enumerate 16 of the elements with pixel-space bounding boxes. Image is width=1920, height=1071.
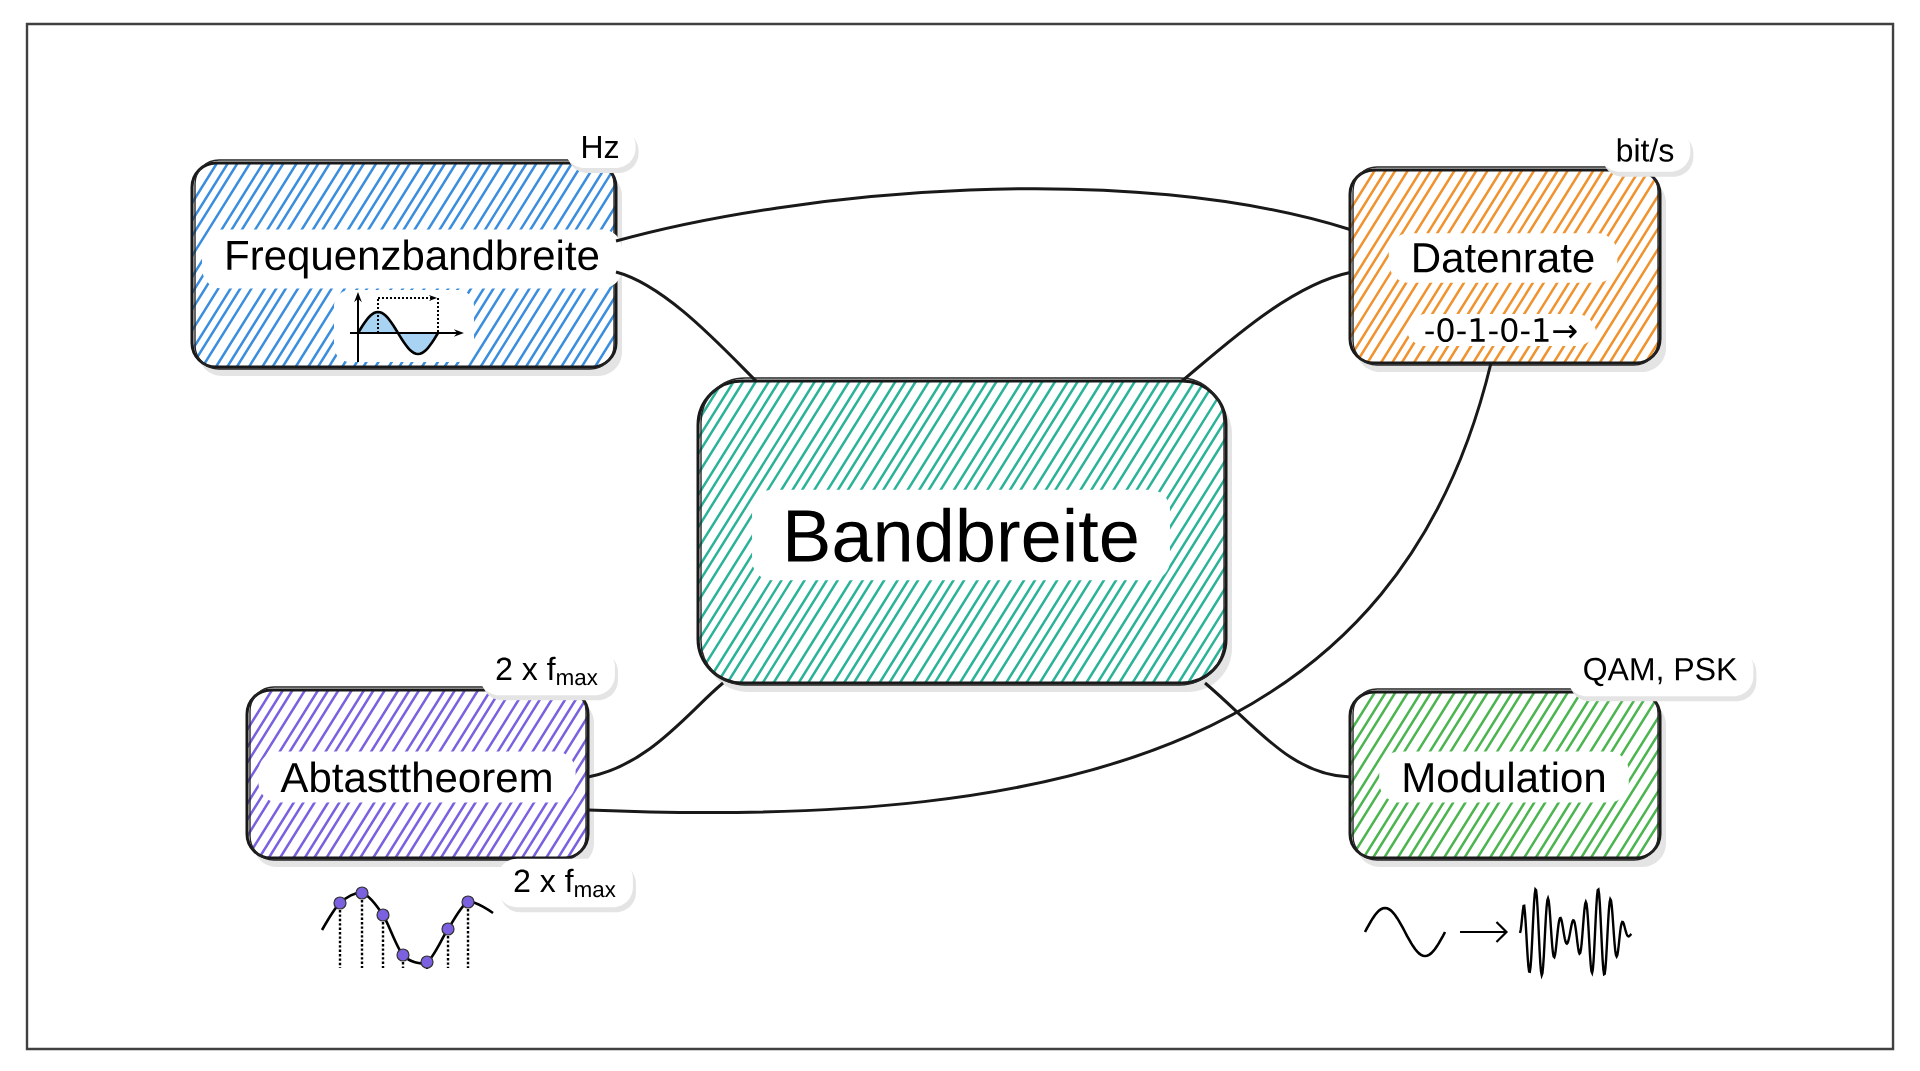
topic-box: Modulation: [1348, 688, 1666, 867]
tag-bubble: 2 x f$_{max}$: [479, 646, 618, 701]
tag-bubble: bit/s: [1599, 128, 1694, 177]
connector-line: [587, 362, 1493, 815]
connector-line: [1204, 681, 1351, 779]
tag-bubble: Hz: [564, 126, 639, 173]
central-topic-box: Bandbreite: [696, 377, 1232, 692]
topic-box: Datenrate -0-1-0-1→: [1348, 166, 1666, 372]
connector-line: [615, 270, 758, 383]
tag-bubble: QAM, PSK: [1566, 647, 1757, 702]
connector-line: [1181, 271, 1351, 383]
connector-line: [587, 681, 724, 779]
topic-box: Frequenzbandbreite: [190, 159, 622, 376]
connector-line: [615, 187, 1351, 243]
topic-box: Abtasttheorem: [245, 686, 594, 867]
tag-bubble: 2 x f$_{max}$: [497, 858, 636, 913]
